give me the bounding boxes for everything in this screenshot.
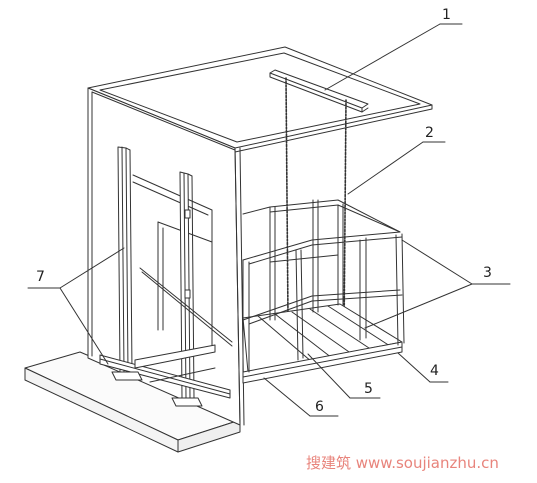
callout-2: 2 xyxy=(425,125,434,141)
callout-5: 5 xyxy=(364,381,373,397)
leader-lines xyxy=(27,23,511,417)
callout-7: 7 xyxy=(36,269,45,285)
lift-car xyxy=(242,199,405,384)
door-frame xyxy=(132,174,213,346)
base-slab xyxy=(24,351,241,453)
callout-4: 4 xyxy=(430,363,439,379)
callout-3: 3 xyxy=(483,265,492,281)
lift-chains xyxy=(285,77,347,336)
top-beam xyxy=(269,69,369,113)
callout-1: 1 xyxy=(442,7,451,23)
guide-columns xyxy=(99,146,233,407)
watermark-text: 搜建筑 www.soujianzhu.cn xyxy=(306,454,499,472)
callout-6: 6 xyxy=(315,399,324,415)
